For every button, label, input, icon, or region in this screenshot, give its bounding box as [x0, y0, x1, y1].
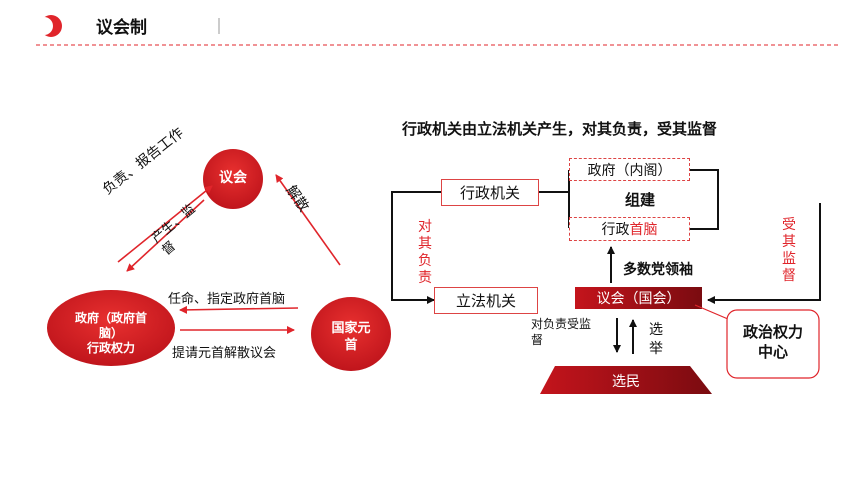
supervised-vertical-label: 受 其 监 督 — [782, 217, 796, 284]
exec-head-box: 行政首脑 — [569, 217, 690, 241]
parliament-circle — [203, 149, 263, 209]
right-title: 行政机关由立法机关产生，对其负责，受其监督 — [402, 120, 718, 138]
cabinet-box: 政府（内阁） — [569, 158, 690, 181]
appoint-arrow — [179, 305, 299, 314]
dissolve-arrow — [275, 174, 341, 266]
legislative-box: 立法机关 — [434, 287, 538, 314]
executive-box: 行政机关 — [441, 179, 539, 206]
power-center-label: 政治权力 中心 — [742, 323, 803, 361]
parliament-bar-label: 议会（国会） — [596, 291, 681, 307]
election-label: 选 举 — [649, 322, 663, 357]
appoint-label: 任命、指定政府首脑 — [168, 292, 286, 307]
parliament-label: 议会 — [219, 170, 247, 186]
majority-leader-label: 多数党领袖 — [623, 262, 693, 278]
organize-label: 组建 — [625, 191, 656, 209]
voters-label: 选民 — [612, 374, 640, 390]
government-label: 政府（政府首 脑） 行政权力 — [74, 311, 147, 355]
gov-to-parl-arrow — [117, 185, 213, 263]
voters-shape — [540, 366, 712, 394]
head-of-state-label: 国家元 首 — [331, 321, 371, 353]
request-dissolve-label: 提请元首解散议会 — [172, 346, 277, 361]
parliament-bar — [575, 287, 702, 309]
header-logo-icon — [35, 15, 62, 37]
page-title: 议会制 — [96, 18, 147, 38]
voter-accountable-label: 对负责受监 督 — [531, 317, 592, 347]
right-connectors — [391, 169, 821, 354]
accountable-vertical-label: 对 其 负 责 — [418, 219, 432, 286]
power-center-callout — [726, 309, 820, 379]
head-of-state-ellipse — [311, 297, 391, 371]
government-ellipse — [47, 290, 175, 366]
parl-to-gov-arrow — [126, 199, 205, 272]
